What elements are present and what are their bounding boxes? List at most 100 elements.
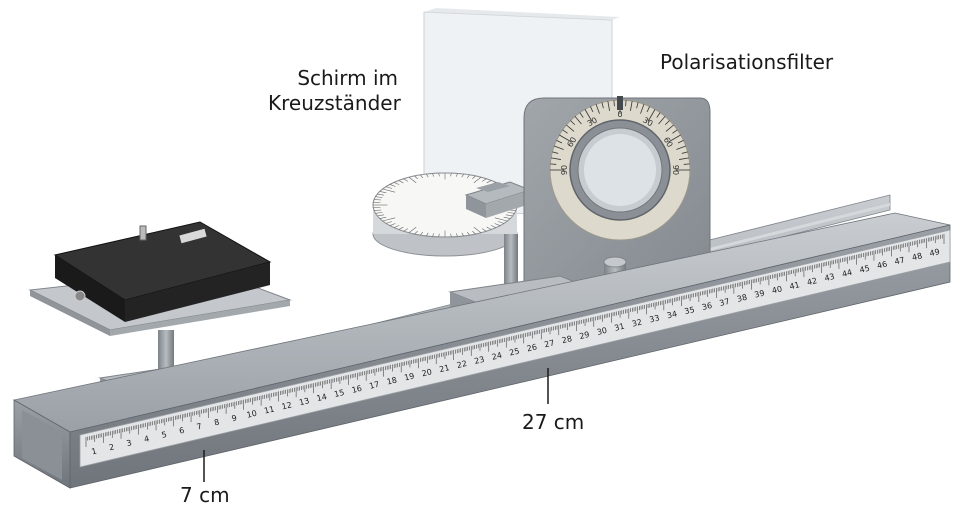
ring-tick xyxy=(566,124,575,132)
ring-tick xyxy=(570,120,576,126)
ring-tick xyxy=(630,100,633,111)
disc-tick xyxy=(426,232,429,237)
ring-tick xyxy=(595,104,600,114)
scale-number: 45 xyxy=(859,264,871,275)
disc-tick xyxy=(375,196,383,198)
power-socket xyxy=(74,290,86,302)
scale-number: 49 xyxy=(929,247,941,258)
disc-tick xyxy=(398,226,404,230)
disc-tick xyxy=(455,173,458,177)
disc-tick xyxy=(408,177,417,184)
scale-number: 11 xyxy=(263,405,275,416)
disc-tick xyxy=(414,230,418,235)
scale-number: 46 xyxy=(876,260,888,271)
ring-tick xyxy=(554,145,564,150)
ring-tick xyxy=(584,109,593,122)
scale-number: 8 xyxy=(213,418,220,428)
disc-tick xyxy=(385,221,393,224)
disc-tick xyxy=(473,177,482,184)
scale-number: 12 xyxy=(281,400,293,411)
scale-number: 29 xyxy=(578,330,590,341)
disc-tick xyxy=(482,178,487,182)
scale-number: 40 xyxy=(771,284,783,295)
ring-label: 0 xyxy=(617,110,622,119)
scale-number: 18 xyxy=(386,376,398,387)
disc-tick xyxy=(389,223,396,226)
scale-number: 42 xyxy=(806,276,818,287)
disc-tick xyxy=(382,217,396,222)
disc-tick xyxy=(374,199,382,201)
disc-tick xyxy=(490,225,497,228)
disc-tick xyxy=(420,174,424,179)
scale-number: 17 xyxy=(368,380,380,391)
scale-number: 9 xyxy=(231,413,238,423)
ring-label: 30 xyxy=(586,115,599,128)
disc-tick xyxy=(505,214,513,217)
scale-number: 30 xyxy=(596,326,608,337)
scale-number: 44 xyxy=(841,268,853,279)
disc-tick xyxy=(494,223,501,226)
disc-tick xyxy=(420,231,424,236)
scale-number: 34 xyxy=(666,309,678,320)
ring-tick xyxy=(658,116,666,125)
disc-tick xyxy=(466,174,470,179)
scale-number: 36 xyxy=(701,301,713,312)
disc-tick xyxy=(403,228,408,232)
disc-tick xyxy=(461,173,464,178)
position-label-right: 27 cm xyxy=(522,410,585,434)
ring-label: 60 xyxy=(662,136,675,149)
disc-tick xyxy=(486,226,492,230)
scale-number: 19 xyxy=(403,371,415,382)
disc-tick xyxy=(482,228,487,232)
ring-tick xyxy=(552,151,559,154)
scale-number: 10 xyxy=(246,409,258,420)
ring-tick xyxy=(647,109,656,122)
scale-number: 23 xyxy=(473,355,485,366)
ring-tick xyxy=(646,106,650,113)
disc-tick xyxy=(432,173,435,177)
scale-number: 26 xyxy=(526,342,538,353)
disc-tick xyxy=(507,212,515,214)
scale-number: 32 xyxy=(631,318,643,329)
disc-tick xyxy=(374,209,382,211)
ring-tick xyxy=(625,100,627,107)
scale-number: 4 xyxy=(143,434,150,444)
ring-tick xyxy=(559,134,572,143)
disc-tick xyxy=(455,233,458,237)
ring-tick xyxy=(681,151,688,154)
brand-label xyxy=(179,228,207,244)
scale-number: 31 xyxy=(613,322,625,333)
scale-number: 20 xyxy=(421,367,433,378)
disc-tick xyxy=(494,217,508,222)
disc-tick xyxy=(389,184,396,187)
disc-tick xyxy=(438,173,440,177)
ring-tick xyxy=(556,140,563,144)
disc-tick xyxy=(377,193,385,196)
polarizer-filter-glass xyxy=(584,134,656,206)
ring-tick xyxy=(656,112,661,118)
ring-tick xyxy=(613,100,615,107)
disc-tick xyxy=(486,180,492,184)
scale-number: 24 xyxy=(491,351,503,362)
disc-tick xyxy=(466,231,470,236)
ring-tick xyxy=(550,163,557,165)
disc-tick xyxy=(450,173,452,177)
disc-tick xyxy=(385,186,393,189)
scale-number: 35 xyxy=(684,305,696,316)
ring-tick xyxy=(590,106,594,113)
ring-tick xyxy=(665,124,674,132)
disc-tick xyxy=(438,233,440,237)
disc-tick xyxy=(414,175,418,180)
screen-label-line2: Kreuzständer xyxy=(268,91,401,115)
disc-tick xyxy=(393,182,400,185)
ring-tick xyxy=(677,140,684,144)
scale-number: 14 xyxy=(316,392,328,403)
ring-tick xyxy=(640,104,645,114)
disc-tick xyxy=(503,216,511,219)
scale-number: 15 xyxy=(333,388,345,399)
scale-number: 3 xyxy=(126,438,133,448)
